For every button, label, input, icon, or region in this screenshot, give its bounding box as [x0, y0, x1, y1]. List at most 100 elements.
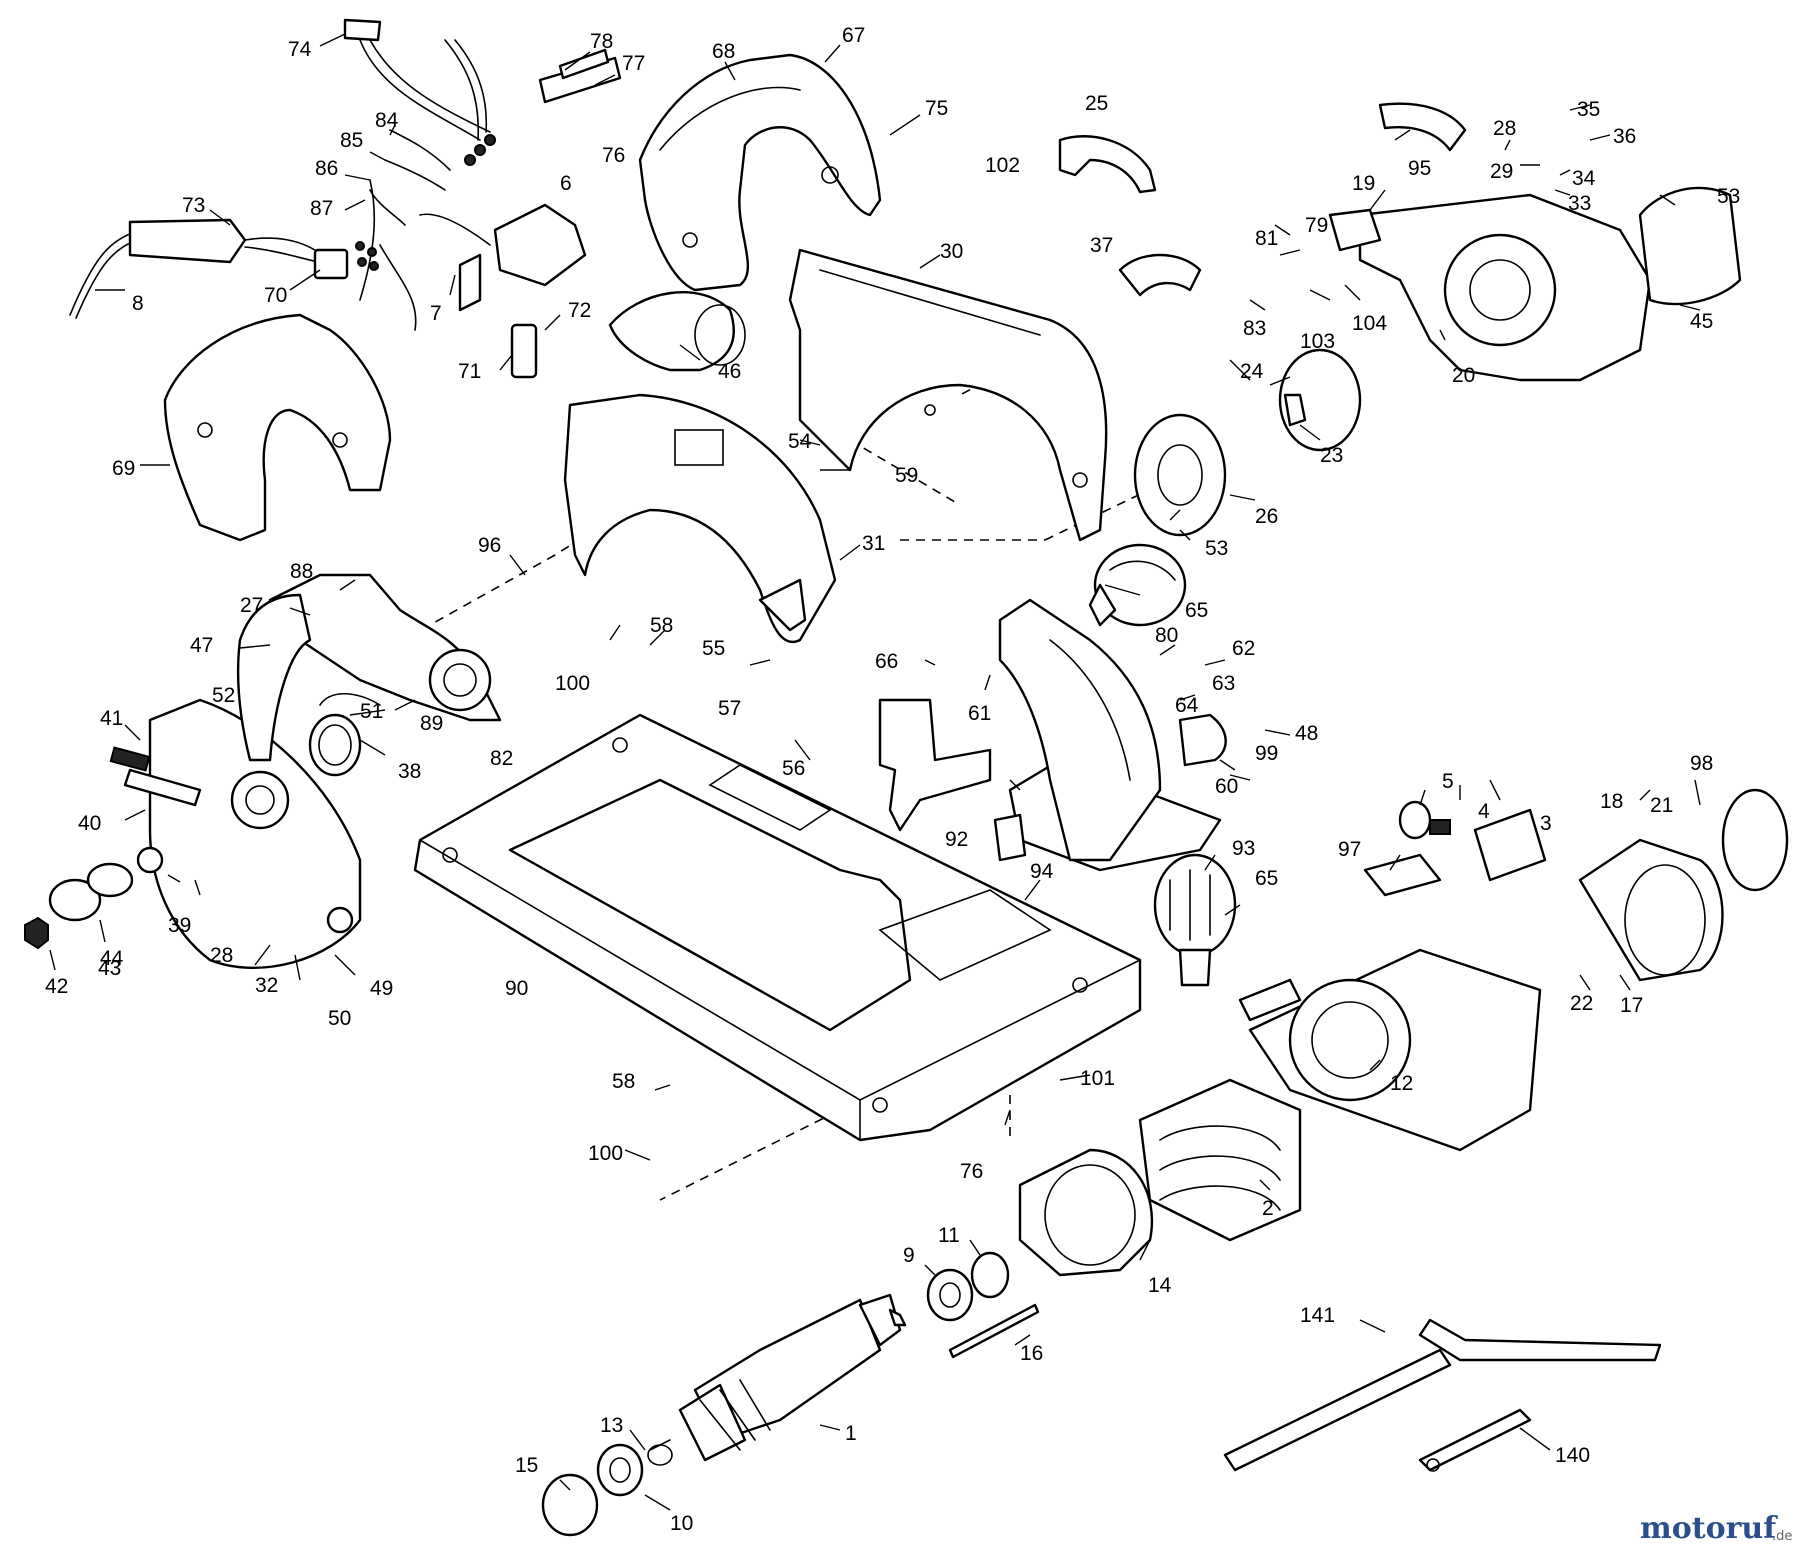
part-label: 96	[478, 534, 501, 557]
part-label: 28	[1493, 117, 1516, 140]
baffle-14	[1018, 1148, 1154, 1277]
part-label: 75	[925, 97, 948, 120]
part-label: 35	[1577, 98, 1600, 121]
part-label: 57	[718, 697, 741, 720]
part-label: 32	[255, 974, 278, 997]
part-label: 58	[650, 614, 673, 637]
watermark-suffix: .de	[1772, 1529, 1792, 1544]
part-label: 69	[112, 457, 135, 480]
part-label: 72	[568, 299, 591, 322]
part-label: 89	[420, 712, 443, 735]
part-label: 60	[1215, 775, 1238, 798]
part-label: 56	[782, 757, 805, 780]
part-label: 22	[1570, 992, 1593, 1015]
part-label: 34	[1572, 167, 1596, 190]
leader-lines	[49, 33, 1701, 1511]
part-label: 24	[1240, 360, 1264, 383]
part-label: 99	[1255, 742, 1278, 765]
part-label: 43	[98, 957, 121, 980]
part-label: 29	[1490, 160, 1513, 183]
part-label: 3	[1540, 812, 1552, 835]
knob-65-lower	[1153, 853, 1237, 987]
knob-43-44	[24, 846, 164, 950]
blade-guard-bracket-88	[236, 573, 502, 762]
part-label: 104	[1352, 312, 1387, 335]
part-label: 95	[1408, 157, 1431, 180]
part-label: 77	[622, 52, 645, 75]
part-label: 84	[375, 109, 399, 132]
part-label: 12	[1390, 1072, 1413, 1095]
part-label: 8	[132, 292, 144, 315]
guard-cover-32	[148, 698, 362, 970]
clamp-60	[1178, 713, 1227, 767]
part-label: 141	[1300, 1304, 1335, 1327]
part-label: 66	[875, 650, 898, 673]
part-label: 6	[560, 172, 572, 195]
part-label: 93	[1232, 837, 1255, 860]
handle-housing-68	[638, 53, 882, 292]
part-label: 61	[968, 702, 991, 725]
part-label: 20	[1452, 364, 1475, 387]
part-label: 5	[1442, 770, 1454, 793]
part-label: 42	[45, 975, 68, 998]
part-label: 1	[845, 1422, 857, 1445]
part-label: 76	[602, 144, 625, 167]
part-label: 80	[1155, 624, 1178, 647]
field-coil-2	[1138, 1078, 1302, 1242]
handle-housing-69	[163, 313, 392, 542]
watermark-brand: motoruf	[1640, 1511, 1778, 1546]
part-label: 13	[600, 1414, 623, 1437]
part-label: 55	[702, 637, 725, 660]
part-label: 79	[1305, 214, 1328, 237]
part-label: 74	[288, 38, 312, 61]
part-label: 81	[1255, 227, 1278, 250]
part-label: 103	[1300, 330, 1335, 353]
part-label: 49	[370, 977, 393, 1000]
brush-assembly-3-4-5	[1398, 800, 1547, 882]
wrench-141-140	[1223, 1318, 1662, 1472]
cover-disc-98	[1721, 788, 1789, 892]
part-label: 25	[1085, 92, 1108, 115]
bevel-bracket-93	[993, 598, 1222, 872]
part-label: 53	[1717, 185, 1740, 208]
part-label: 102	[985, 154, 1020, 177]
part-label: 36	[1613, 125, 1636, 148]
part-label: 51	[360, 700, 383, 723]
part-label: 45	[1690, 310, 1713, 333]
part-label: 48	[1295, 722, 1318, 745]
part-label: 19	[1352, 172, 1375, 195]
part-label: 100	[588, 1142, 623, 1165]
bearings-9-10-11	[541, 1251, 1010, 1537]
part-label: 92	[945, 828, 968, 851]
part-label: 53	[1205, 537, 1228, 560]
part-label: 82	[490, 747, 513, 770]
part-label: 73	[182, 194, 205, 217]
part-label: 50	[328, 1007, 351, 1030]
spring-38	[308, 693, 381, 777]
part-label: 26	[1255, 505, 1278, 528]
part-label: 30	[940, 240, 963, 263]
part-label: 65	[1255, 867, 1278, 890]
part-label: 65	[1185, 599, 1208, 622]
part-labels: 74 78 77 68 67 75 84 85 86 87 73 8 70 7 …	[45, 24, 1740, 1535]
part-label: 38	[398, 760, 421, 783]
guard-plate-45	[1638, 186, 1742, 306]
part-label: 67	[842, 24, 865, 47]
arbor-26	[1133, 413, 1227, 537]
label-97	[1363, 853, 1442, 897]
watermark: motoruf .de	[1640, 1511, 1792, 1546]
part-label: 63	[1212, 672, 1235, 695]
part-label: 46	[718, 360, 741, 383]
part-label: 68	[712, 40, 735, 63]
part-label: 76	[960, 1160, 983, 1183]
part-label: 4	[1478, 800, 1490, 823]
motor-housing-19	[1328, 193, 1652, 382]
part-label: 101	[1080, 1067, 1115, 1090]
part-label: 31	[862, 532, 885, 555]
part-label: 59	[895, 464, 918, 487]
lever-41	[109, 746, 202, 807]
part-label: 15	[515, 1454, 538, 1477]
part-label: 17	[1620, 994, 1643, 1017]
lower-blade-guard-31	[563, 393, 837, 644]
